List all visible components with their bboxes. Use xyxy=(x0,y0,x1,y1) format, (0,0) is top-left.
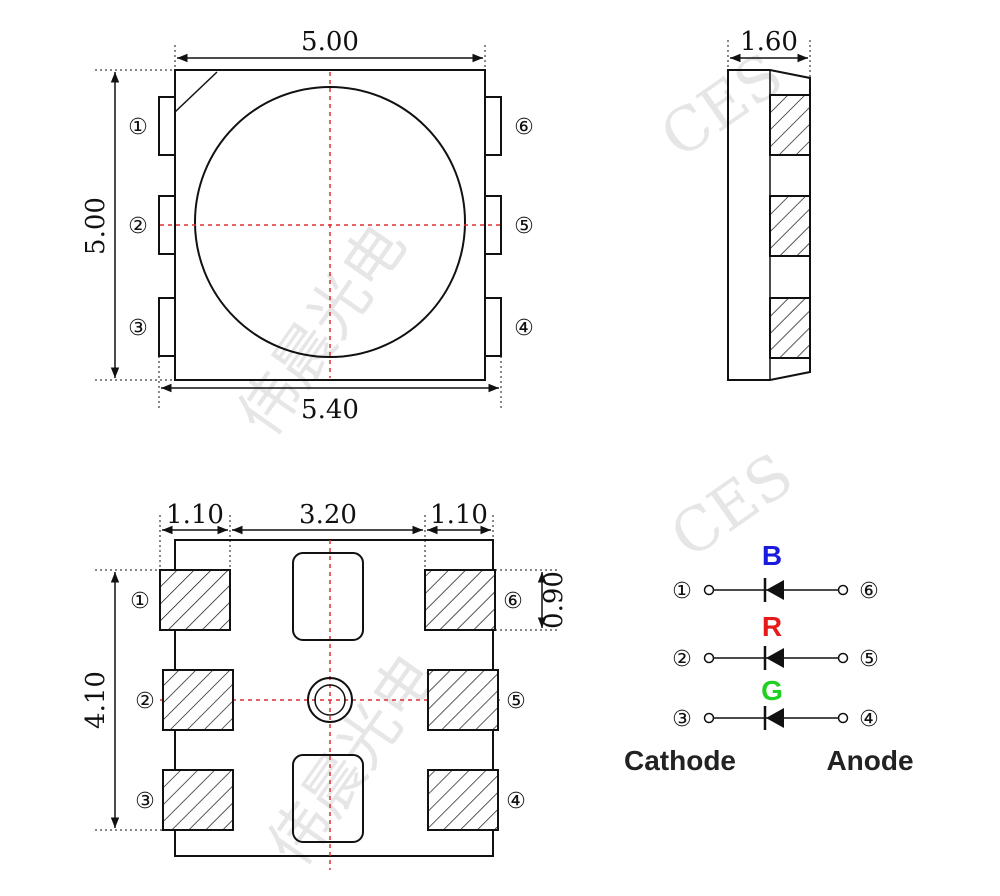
top-pin-label-4: ④ xyxy=(514,316,534,341)
terminal xyxy=(837,712,849,724)
cathode-label: Cathode xyxy=(624,745,736,776)
schematic-pin-2: ② xyxy=(672,647,692,672)
dim-top-width: 5.00 xyxy=(301,27,359,57)
bottom-pad-1 xyxy=(159,569,231,631)
watermark-ces-bottom: CES xyxy=(658,440,805,572)
top-lead-6 xyxy=(484,96,502,156)
watermark-chinese-bottom: 伟晨光电 xyxy=(255,642,450,879)
diode-triangle xyxy=(766,648,784,668)
top-lead-2 xyxy=(158,195,176,255)
bottom-pin-label-3: ③ xyxy=(135,789,155,814)
side-lead-1 xyxy=(769,94,811,156)
top-pin-label-3: ③ xyxy=(128,316,148,341)
dim-thickness: 1.60 xyxy=(740,27,798,57)
center-ring-outer xyxy=(307,677,353,723)
pin1-chamfer xyxy=(174,71,218,113)
schematic-pin-4: ④ xyxy=(859,707,879,732)
dim-pad-span: 4.10 xyxy=(81,671,111,729)
top-pin-label-5: ⑤ xyxy=(514,214,534,239)
terminal xyxy=(703,584,715,596)
bottom-pin-label-1: ① xyxy=(130,589,150,614)
dim-pad-right: 1.10 xyxy=(430,500,488,530)
side-lead-2 xyxy=(769,195,811,257)
top-lead-5 xyxy=(484,195,502,255)
bottom-pin-label-2: ② xyxy=(135,689,155,714)
color-label-green: G xyxy=(761,675,783,706)
bottom-pin-label-4: ④ xyxy=(506,789,526,814)
bottom-pin-label-5: ⑤ xyxy=(506,689,526,714)
top-pin-label-6: ⑥ xyxy=(514,115,534,140)
side-lead-3 xyxy=(769,297,811,359)
bottom-pad-4 xyxy=(427,769,499,831)
schematic: B ① ⑥ R ② ⑤ G ③ ④ Cathode Anode xyxy=(624,540,914,776)
schematic-pin-3: ③ xyxy=(672,707,692,732)
bottom-pad-5 xyxy=(427,669,499,731)
thermal-pad-top xyxy=(292,552,364,641)
top-view: ① ② ③ ⑥ ⑤ ④ 5.00 5.00 5.40 xyxy=(81,27,534,425)
bottom-pin-label-6: ⑥ xyxy=(503,589,523,614)
color-label-blue: B xyxy=(762,540,782,571)
terminal xyxy=(703,712,715,724)
bottom-pad-3 xyxy=(162,769,234,831)
bottom-pad-2 xyxy=(162,669,234,731)
dim-top-height: 5.00 xyxy=(81,197,111,255)
lens-circle xyxy=(194,86,466,358)
terminal xyxy=(837,652,849,664)
terminal xyxy=(703,652,715,664)
bottom-pad-6 xyxy=(424,569,496,631)
terminal xyxy=(837,584,849,596)
diode-triangle xyxy=(766,708,784,728)
dim-pad-height: 0.90 xyxy=(539,571,569,629)
top-lead-3 xyxy=(158,297,176,357)
schematic-pin-1: ① xyxy=(672,579,692,604)
dim-pad-left: 1.10 xyxy=(166,500,224,530)
top-lead-1 xyxy=(158,96,176,156)
color-label-red: R xyxy=(762,611,782,642)
schematic-pin-5: ⑤ xyxy=(859,647,879,672)
bottom-view: ① ② ③ ⑥ ⑤ ④ 1.10 3.20 1.10 0.90 4.10 xyxy=(81,500,569,870)
dim-bottom-width: 5.40 xyxy=(301,395,359,425)
anode-label: Anode xyxy=(826,745,913,776)
center-ring-inner xyxy=(314,684,346,716)
side-view: 1.60 xyxy=(727,27,811,381)
top-pin-label-2: ② xyxy=(128,214,148,239)
dim-pad-gap: 3.20 xyxy=(299,500,357,530)
top-pin-label-1: ① xyxy=(128,115,148,140)
diode-triangle xyxy=(766,580,784,600)
thermal-pad-bottom xyxy=(292,754,364,843)
top-lead-4 xyxy=(484,297,502,357)
schematic-pin-6: ⑥ xyxy=(859,579,879,604)
